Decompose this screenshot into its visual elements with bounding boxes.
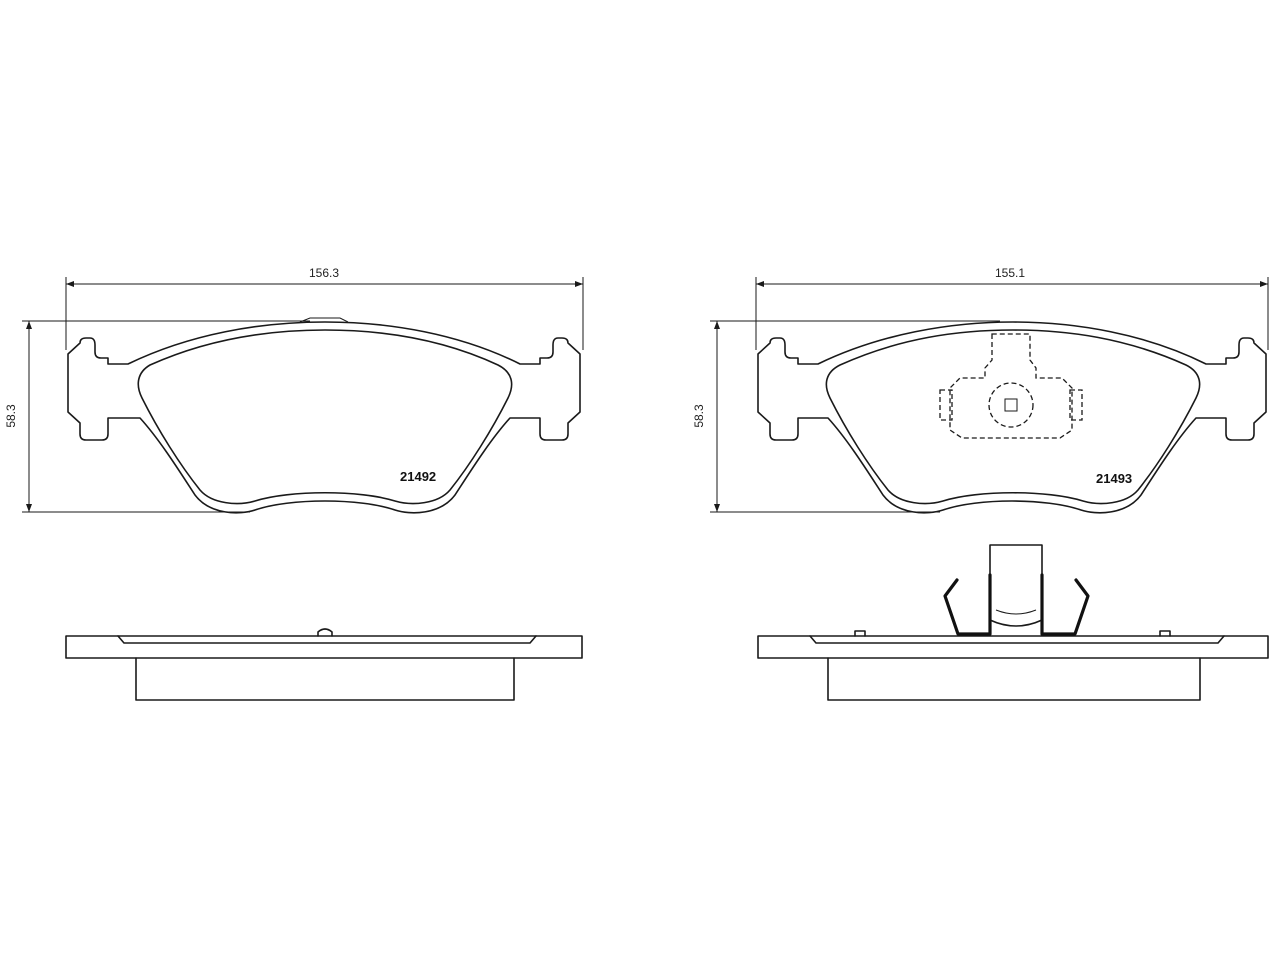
left-side-friction-block [135,657,515,701]
right-side-spring-clip [943,544,1090,636]
left-pad-front-view: 156.3 58.3 21492 [4,266,584,514]
right-part-number: 21493 [1096,471,1132,486]
left-part-number: 21492 [400,469,436,484]
right-clip-square [1004,398,1018,412]
left-backing-plate [67,321,581,514]
right-height-dimension: 58.3 [692,320,1000,513]
right-height-label: 58.3 [692,404,706,428]
left-side-plate-profile [117,635,537,644]
left-top-notch [299,317,349,323]
right-pad-side-view [757,544,1269,701]
right-friction-material [825,329,1201,505]
left-width-dimension: 156.3 [65,266,584,350]
right-width-label: 155.1 [995,266,1025,280]
right-side-backing-plate [757,635,1269,659]
right-pad-front-view: 155.1 58.3 21493 [692,266,1269,514]
left-friction-material [137,329,513,505]
right-backing-plate [757,321,1267,514]
right-side-plate-profile [809,635,1225,644]
right-side-stud-right [1159,630,1171,637]
right-hidden-clip [939,333,1083,439]
left-height-dimension: 58.3 [4,320,310,513]
right-side-stud-left [854,630,866,637]
right-width-dimension: 155.1 [755,266,1269,350]
left-pad-side-view [65,628,583,701]
left-side-indicator [317,628,333,637]
left-height-label: 58.3 [4,404,18,428]
left-width-label: 156.3 [309,266,339,280]
right-side-friction-block [827,657,1201,701]
left-side-backing-plate [65,635,583,659]
